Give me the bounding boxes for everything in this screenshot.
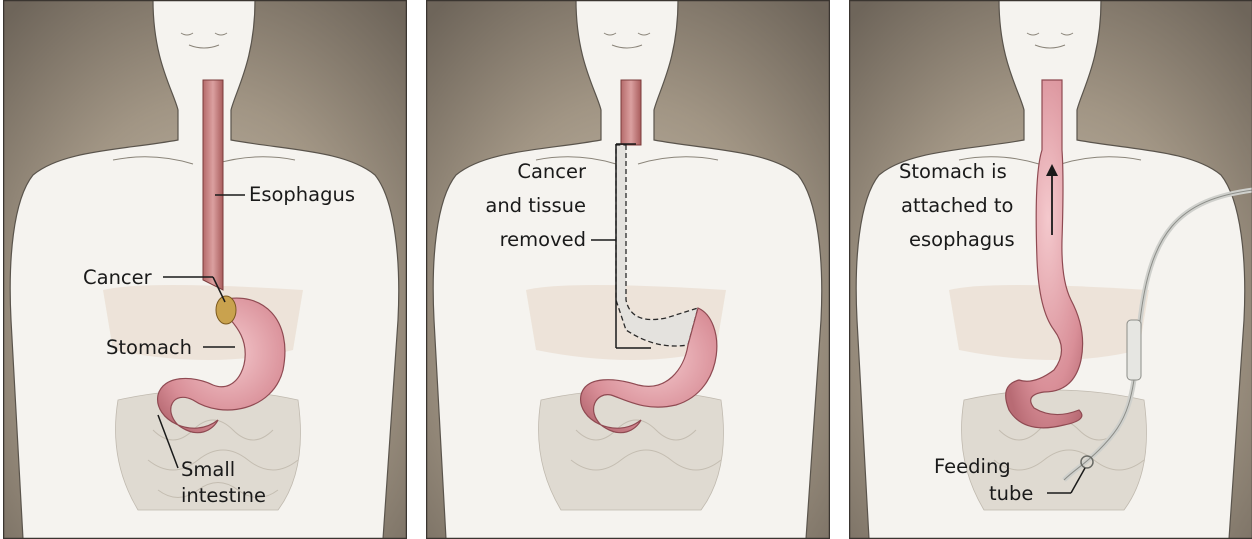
surgery-illustration <box>426 0 830 539</box>
esophagus-remnant <box>621 80 641 145</box>
intestines <box>539 390 724 510</box>
label-attached-3: esophagus <box>909 228 1015 251</box>
label-removed-2: and tissue <box>456 194 586 217</box>
label-small-intestine-2: intestine <box>181 484 266 507</box>
label-removed-1: Cancer <box>486 160 586 183</box>
label-feeding-2: tube <box>989 482 1033 505</box>
label-stomach: Stomach <box>106 336 192 359</box>
reconstruction-illustration <box>849 0 1252 539</box>
tumor-mark <box>216 296 236 324</box>
label-small-intestine-1: Small <box>181 458 235 481</box>
feeding-tube-port <box>1127 320 1141 380</box>
label-removed-3: removed <box>456 228 586 251</box>
label-esophagus: Esophagus <box>249 183 355 206</box>
esophagus-shape <box>203 80 223 290</box>
panel-anatomy: Esophagus Cancer Stomach Small intestine <box>3 0 407 539</box>
panel-reconstruction: Stomach is attached to esophagus Feeding… <box>849 0 1252 539</box>
panel-surgery: Cancer and tissue removed <box>426 0 830 539</box>
label-feeding-1: Feeding <box>934 455 1011 478</box>
label-attached-2: attached to <box>901 194 1013 217</box>
label-attached-1: Stomach is <box>899 160 1007 183</box>
label-cancer: Cancer <box>83 266 152 289</box>
